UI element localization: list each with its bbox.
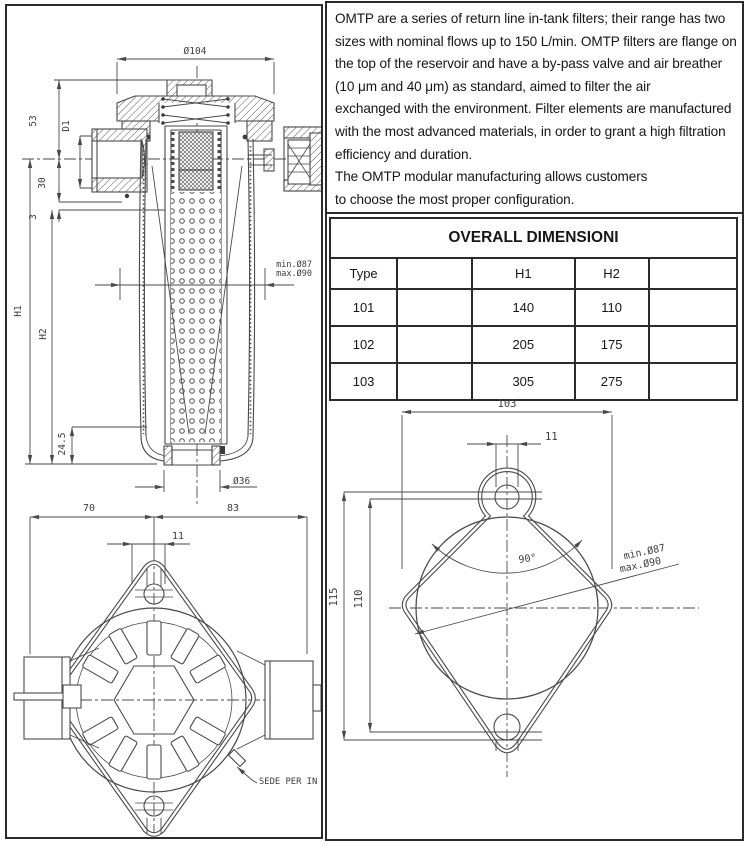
filter-top-view — [13, 551, 322, 839]
col-header-h2: H2 — [573, 257, 650, 290]
cell-h2: 175 — [573, 325, 650, 364]
dim-label-90deg: 90° — [518, 553, 537, 566]
dim-label-h1: H1 — [13, 305, 24, 317]
cell-type: 101 — [328, 288, 399, 327]
dim-label-d1: D1 — [61, 120, 72, 132]
flange-top-view-drawing: 103 11 115 110 90° min.Ø87 max.Ø90 — [328, 398, 699, 777]
overall-dimensions-table: OVERALL DIMENSIONI Type H1 H2 101 140 11… — [328, 217, 739, 401]
cell-empty — [647, 325, 739, 364]
top-view-dim-labels: 70 83 11 SEDE PER IN — [83, 503, 317, 787]
cell-h2: 110 — [573, 288, 650, 327]
section-dim-labels: Ø104 53 D1 30 3 H1 H2 24.5 min.Ø87 max.Ø… — [13, 46, 312, 487]
cell-h1: 305 — [471, 362, 576, 401]
description-box: OMTP are a series of return line in-tank… — [327, 3, 742, 214]
dim-label-83: 83 — [227, 503, 239, 514]
section-dimensions — [25, 56, 294, 492]
dim-label-11-flange: 11 — [545, 431, 558, 443]
cell-empty — [396, 325, 474, 364]
top-view-dimensions — [29, 514, 308, 654]
dim-label-11-top-view: 11 — [172, 531, 184, 542]
cell-empty — [647, 288, 739, 327]
col-header-empty2 — [647, 257, 739, 290]
dim-label-dia36: Ø36 — [233, 476, 250, 487]
table-row: 103 305 275 — [328, 362, 739, 401]
cell-type: 103 — [328, 362, 399, 401]
dim-label-245: 24.5 — [57, 433, 68, 456]
cell-type: 102 — [328, 325, 399, 364]
flange-drawing-area: 103 11 115 110 90° min.Ø87 max.Ø90 — [327, 397, 742, 839]
description-line: OMTP are a series of return line in-tank… — [335, 11, 726, 26]
cell-empty — [647, 362, 739, 401]
cell-empty — [396, 288, 474, 327]
flange-dimensions — [341, 409, 613, 741]
description-line: with the most advanced materials, in ord… — [335, 123, 726, 139]
col-header-empty1 — [396, 257, 474, 290]
description-line: exchanged with the environment. Filter e… — [335, 101, 732, 117]
dim-label-3: 3 — [28, 214, 39, 220]
table-title: OVERALL DIMENSIONI — [329, 217, 738, 259]
dim-label-max90: max.Ø90 — [276, 268, 312, 279]
filter-cross-section — [22, 66, 323, 506]
dim-label-min87: min.Ø87 — [276, 259, 312, 270]
radial-ribs — [82, 620, 226, 780]
description-line: sizes with nominal flows up to 150 L/min… — [335, 33, 737, 49]
seat-note-label: SEDE PER IN — [259, 777, 317, 787]
dim-label-h2: H2 — [38, 328, 49, 339]
dim-label-115: 115 — [328, 588, 340, 607]
description-line: the top of the reservoir and have a by-p… — [335, 56, 723, 72]
drawings-panel: Ø104 53 D1 30 3 H1 H2 24.5 min.Ø87 max.Ø… — [5, 4, 323, 839]
dim-label-53: 53 — [28, 115, 39, 126]
dim-label-110: 110 — [353, 590, 365, 609]
cell-h1: 205 — [471, 325, 576, 364]
dim-label-103: 103 — [498, 398, 517, 410]
description-line: The OMTP modular manufacturing allows cu… — [335, 169, 648, 185]
dim-label-dia104: Ø104 — [184, 46, 207, 57]
table-row: 101 140 110 — [328, 288, 739, 327]
col-header-type: Type — [328, 257, 399, 290]
cell-h2: 275 — [573, 362, 650, 401]
cell-empty — [396, 362, 474, 401]
description-line: (10 μm and 40 μm) as standard, aimed to … — [335, 78, 651, 94]
table-row: 102 205 175 — [328, 325, 739, 364]
right-column: OMTP are a series of return line in-tank… — [325, 1, 744, 841]
dim-label-70: 70 — [83, 503, 95, 514]
cell-h1: 140 — [471, 288, 576, 327]
description-line: to choose the most proper configuration. — [335, 191, 575, 207]
dim-label-30: 30 — [37, 177, 48, 189]
description-line: efficiency and duration. — [335, 146, 473, 162]
col-header-h1: H1 — [471, 257, 576, 290]
filter-section-and-top-view-drawing: Ø104 53 D1 30 3 H1 H2 24.5 min.Ø87 max.Ø… — [13, 46, 323, 839]
